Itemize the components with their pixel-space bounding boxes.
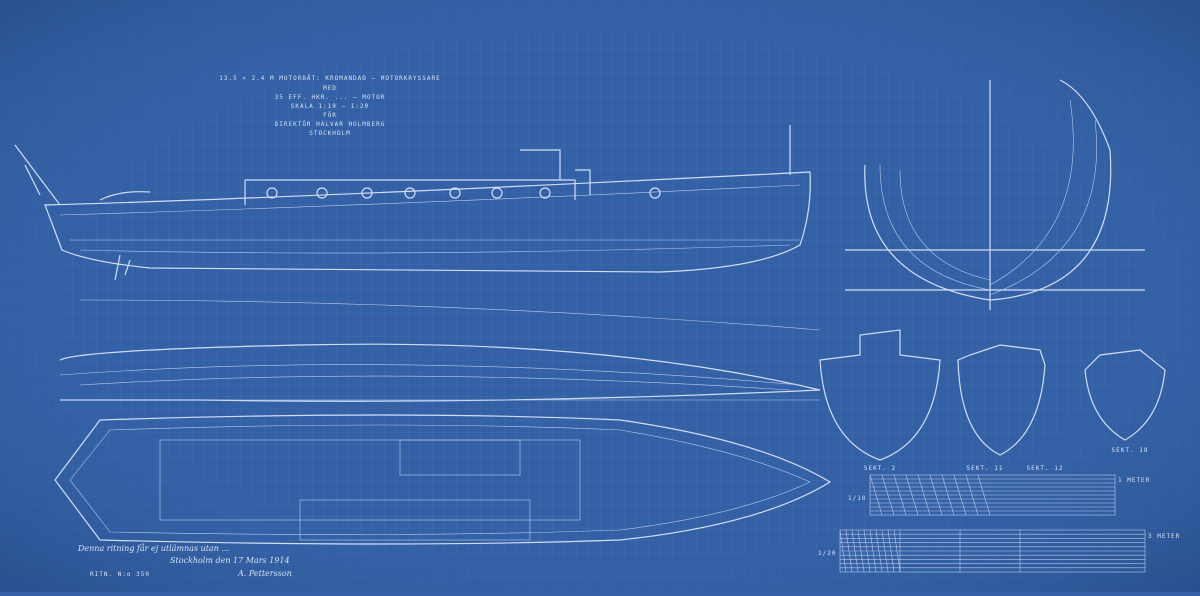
scale-line (869, 529, 877, 573)
section-label: SEKT. 11 (967, 465, 1004, 472)
scale-ratio: 1/20 (818, 550, 836, 557)
signature: A. Pettersson (237, 569, 292, 578)
porthole (449, 187, 461, 199)
deck-plan (54, 414, 832, 545)
place-date: Stockholm den 17 Mars 1914 (170, 556, 290, 565)
scale-line (905, 474, 919, 516)
body-plan (845, 79, 1145, 310)
restriction-note: Denna ritning får ej utlämnas utan ... (77, 544, 229, 553)
scale-line (839, 529, 847, 573)
scale-unit: 3 METER (1148, 533, 1180, 540)
scale-line (887, 529, 895, 573)
scale-line (875, 529, 883, 573)
scale-line (917, 474, 931, 516)
scale-line (869, 474, 883, 516)
drawing-number: RITN. N:o 350 (90, 571, 150, 578)
title-line-1: 13.5 × 2.4 M MOTORBÅT: KROMANDAD — MOTOR… (219, 75, 440, 82)
porthole (539, 187, 551, 199)
section-labels: SEKT. 2 SEKT. 11 SEKT. 12 SEKT. 18 (864, 447, 1149, 472)
title-line-3: 35 EFF. HKR. ... — MOTOR (275, 94, 386, 101)
scale-line (851, 529, 859, 573)
scale-line (857, 529, 865, 573)
porthole (361, 187, 373, 199)
scale-line (863, 529, 871, 573)
scale-ratio: 1/10 (848, 495, 866, 502)
scale-line (977, 474, 991, 516)
scale-line (893, 474, 907, 516)
section-label: SEKT. 12 (1027, 465, 1064, 472)
title-block: 13.5 × 2.4 M MOTORBÅT: KROMANDAD — MOTOR… (219, 75, 440, 137)
scale-line (881, 529, 889, 573)
scale-labels: 1/10 1 METER 1/20 3 METER (818, 477, 1180, 557)
scale-line (929, 474, 943, 516)
scale-bars (839, 474, 1146, 573)
porthole (266, 187, 278, 199)
scale-line (965, 474, 979, 516)
title-line-4: SKALA 1:10 — 1:20 (291, 103, 369, 110)
side-profile (14, 125, 811, 281)
title-line-2: MED (323, 85, 337, 92)
title-line-5: FÖR (323, 112, 337, 119)
section-label: SEKT. 18 (1112, 447, 1149, 454)
scale-line (941, 474, 955, 516)
scale-unit: 1 METER (1118, 477, 1150, 484)
porthole (404, 187, 416, 199)
portholes (266, 187, 661, 199)
title-line-7: STOCKHOLM (309, 130, 351, 137)
scale-line (845, 529, 853, 573)
scale-line (881, 474, 895, 516)
porthole (491, 187, 503, 199)
title-line-6: DIREKTÖR HALVAR HOLMBERG (275, 121, 386, 128)
section-label: SEKT. 2 (864, 465, 896, 472)
porthole (316, 187, 328, 199)
cross-sections (819, 329, 1166, 461)
scale-line (893, 529, 901, 573)
porthole (649, 187, 661, 199)
scale-line (953, 474, 967, 516)
half-breadth-plan (59, 299, 821, 402)
